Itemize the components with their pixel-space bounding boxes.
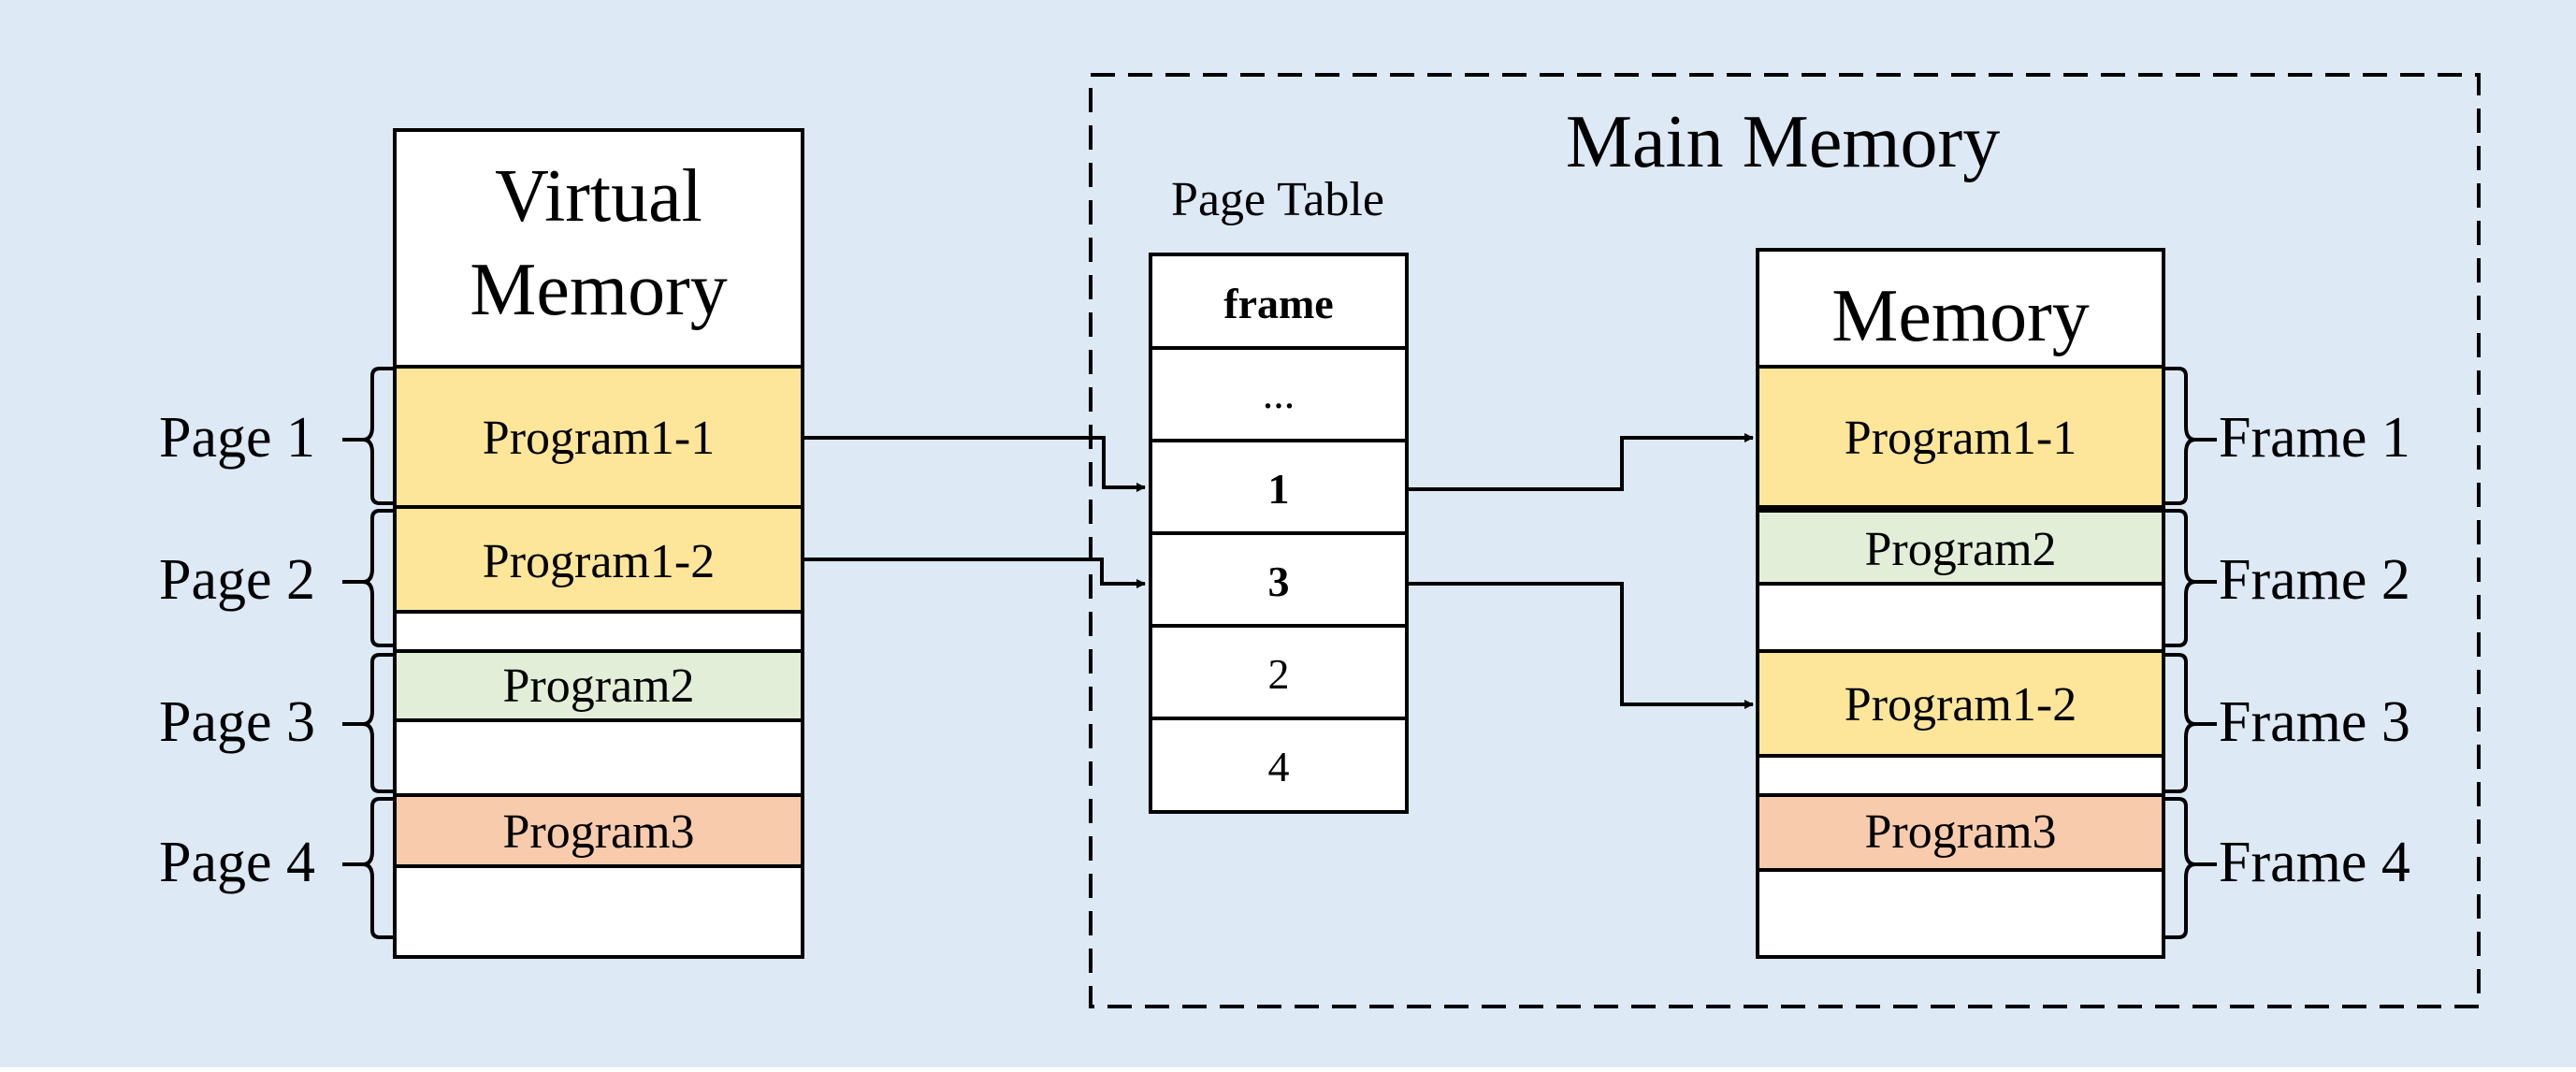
vm-block-page2 (393, 505, 804, 614)
mem-block-frame4-label: Program3 (1864, 805, 2056, 859)
virtual-memory: Virtual Memory Program1-1 Program1-2 Pro… (159, 128, 804, 959)
page-table-row-4: 4 (1268, 743, 1290, 790)
mem-block-frame3 (1756, 649, 2165, 758)
mem-block-frame2-label: Program2 (1864, 523, 2056, 576)
page-table-row-0: ... (1263, 369, 1295, 417)
mem-block-frame1 (1756, 365, 2165, 509)
arrow-page2-to-entry3 (803, 558, 1146, 588)
arrow-entry3-to-frame3 (1407, 582, 1754, 709)
memory-title: Memory (1831, 275, 2090, 357)
vm-block-page2-label: Program1-2 (483, 535, 715, 588)
vm-block-page4 (393, 793, 804, 868)
frame3-label: Frame 3 (2219, 690, 2410, 754)
mem-block-frame3-label: Program1-2 (1845, 678, 2077, 732)
mem-block-frame4 (1756, 793, 2165, 872)
frame2-label: Frame 2 (2219, 548, 2410, 612)
mem-block-frame2 (1756, 509, 2165, 586)
main-memory-title: Main Memory (1566, 101, 2000, 183)
virtual-memory-title-line1: Virtual (495, 155, 702, 238)
page-table-row-2: 3 (1268, 558, 1290, 605)
vm-block-page3-label: Program2 (502, 659, 694, 713)
page4-label: Page 4 (159, 831, 315, 894)
page1-label: Page 1 (159, 406, 315, 470)
frame4-label: Frame 4 (2219, 831, 2410, 894)
main-memory-border (1089, 73, 2481, 1008)
page-table-title: Page Table (1171, 173, 1384, 226)
vm-block-page4-label: Program3 (502, 805, 694, 859)
mem-block-frame1-label: Program1-1 (1845, 412, 2077, 465)
arrow-entry1-to-frame1 (1407, 433, 1754, 491)
page2-label: Page 2 (159, 548, 315, 612)
arrow-page1-to-entry1 (803, 436, 1146, 492)
virtual-memory-title-line2: Memory (470, 249, 728, 331)
frame1-label: Frame 1 (2219, 406, 2410, 470)
page3-label: Page 3 (159, 690, 315, 754)
vm-block-page1-label: Program1-1 (483, 412, 715, 465)
page-table-row-1: 1 (1268, 465, 1290, 513)
page-table-header: frame (1223, 280, 1333, 327)
vm-block-page3 (393, 649, 804, 722)
mapping-arrows (803, 433, 1754, 709)
page-table-row-3: 2 (1268, 650, 1290, 698)
main-memory: Main Memory Page Table frame ... 1 3 2 4… (1089, 73, 2481, 1008)
